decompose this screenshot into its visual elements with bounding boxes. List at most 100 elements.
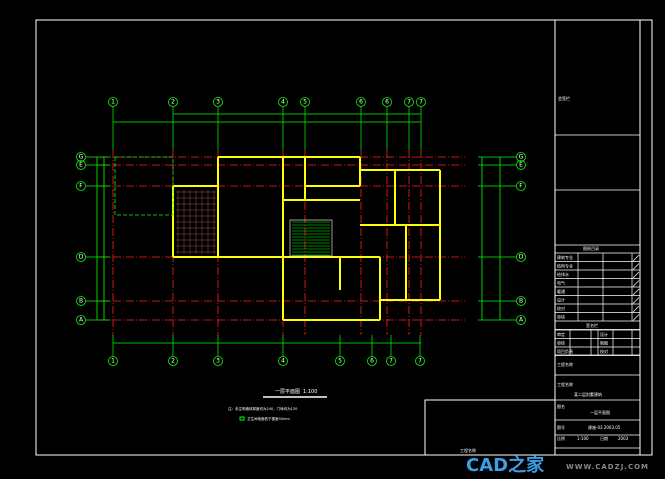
watermark-brand: CAD之家 [466, 455, 545, 476]
project-label: 工程名称 [557, 361, 573, 367]
axis-label-top: 6 [385, 99, 389, 106]
axis-label-bottom: 4 [281, 358, 285, 365]
catalog-check-mark [632, 271, 640, 279]
catalog-check-mark [632, 280, 640, 287]
axis-label-bottom: 1 [111, 358, 115, 365]
axis-label-left: D [79, 254, 84, 261]
axis-label-top: 3 [216, 99, 220, 106]
catalog-check-mark [632, 254, 640, 262]
axis-bubble [335, 356, 345, 366]
axis-bubble [516, 160, 526, 170]
date-label: 日期 [600, 435, 608, 441]
catalog-check-mark [632, 314, 640, 321]
axis-bubble [76, 315, 86, 325]
axis-bubble [213, 97, 223, 107]
bottom-box-label: 工程名称 [460, 447, 476, 453]
axis-bubble [76, 181, 86, 191]
axis-label-left: F [79, 183, 83, 190]
axis-label-top: 5 [303, 99, 307, 106]
signoff-label: 项目负责 [557, 348, 573, 354]
axis-bubble [516, 152, 526, 162]
axis-bubble [367, 356, 377, 366]
catalog-row-label: 电气 [557, 280, 565, 286]
axis-label-bottom: 3 [216, 358, 220, 365]
axis-bubble [278, 97, 288, 107]
axis-label-right: A [519, 317, 524, 324]
axis-label-left: B [79, 298, 83, 305]
catalog-row-label: 审核 [557, 314, 565, 320]
catalog-check-mark [632, 305, 640, 313]
drawing-title: 一层平面图 [275, 389, 300, 395]
axis-bubble [76, 160, 86, 170]
axis-label-left: G [79, 154, 84, 161]
axis-bubble [356, 97, 366, 107]
axis-bubble [416, 97, 426, 107]
date-value: 2003 [618, 436, 629, 441]
axis-bubble [382, 97, 392, 107]
drawing-scale: 1:100 [303, 389, 317, 395]
axis-label-left: E [79, 162, 83, 169]
axis-label-bottom: 7 [418, 358, 422, 365]
stairwell [289, 219, 333, 257]
legend-symbol [239, 416, 245, 421]
axis-label-top: 7 [407, 99, 411, 106]
scale-label: 比例 [557, 435, 565, 441]
axis-bubble [108, 97, 118, 107]
signoff-label: 审核 [557, 340, 565, 346]
axis-label-top: 6 [359, 99, 363, 106]
axis-label-top: 2 [171, 99, 175, 106]
axis-bubble [108, 356, 118, 366]
signoff-label: 制图 [600, 340, 608, 346]
catalog-row-label: 建筑专业 [557, 254, 573, 260]
balcony-outline [114, 156, 174, 216]
drawing-frame [35, 19, 653, 456]
axis-label-right: B [519, 298, 523, 305]
axis-bubble [404, 97, 414, 107]
axis-bubble [213, 356, 223, 366]
axis-label-bottom: 6 [370, 358, 374, 365]
axis-bubble [76, 296, 86, 306]
project-label-2: 工程名称 [557, 381, 573, 387]
axis-label-bottom: 2 [171, 358, 175, 365]
title-block [555, 134, 640, 449]
catalog-row-label: 校对 [557, 305, 565, 311]
axis-bubble [516, 252, 526, 262]
signoff-label: 审定 [557, 331, 565, 337]
drawing-value: 一层平面图 [590, 409, 610, 415]
number-label: 图号 [557, 424, 565, 430]
scale-value: 1:100 [577, 436, 589, 441]
axis-label-bottom: 5 [338, 358, 342, 365]
catalog-row-label: 设计 [557, 297, 565, 303]
catalog-row-label: 给排水 [557, 271, 569, 277]
catalog-row-label: 暖通 [557, 288, 565, 294]
axis-label-top: 4 [281, 99, 285, 106]
catalog-check-mark [632, 297, 640, 304]
axis-bubble [386, 356, 396, 366]
watermark-url: WWW.CADZJ.COM [566, 463, 650, 471]
signoff-label: 校对 [600, 348, 608, 354]
axis-bubble [516, 181, 526, 191]
note-2: 卫生间地面低于楼面30mm [247, 416, 290, 421]
axis-label-top: 1 [111, 99, 115, 106]
drawing-label: 图名 [557, 403, 565, 409]
catalog-row-label: 结构专业 [557, 263, 573, 269]
axis-bubble [516, 315, 526, 325]
bottom-box [424, 399, 556, 456]
axis-bubble [300, 97, 310, 107]
catalog-check-mark [632, 288, 640, 296]
catalog-header: 图纸目录 [583, 245, 599, 251]
axis-bubble [415, 356, 425, 366]
axis-bubble [168, 356, 178, 366]
axis-bubble [76, 252, 86, 262]
note-1: 注：未注明墙体厚度均为240，门垛均为120 [228, 406, 297, 411]
countersign-label: 会签栏 [558, 95, 570, 101]
signoff-label: 设计 [600, 331, 608, 337]
signoff-header: 签名栏 [586, 322, 598, 328]
axis-label-right: E [519, 162, 523, 169]
axis-label-right: F [519, 183, 523, 190]
axis-label-right: D [519, 254, 524, 261]
axis-label-right: G [519, 154, 524, 161]
axis-bubble [516, 296, 526, 306]
